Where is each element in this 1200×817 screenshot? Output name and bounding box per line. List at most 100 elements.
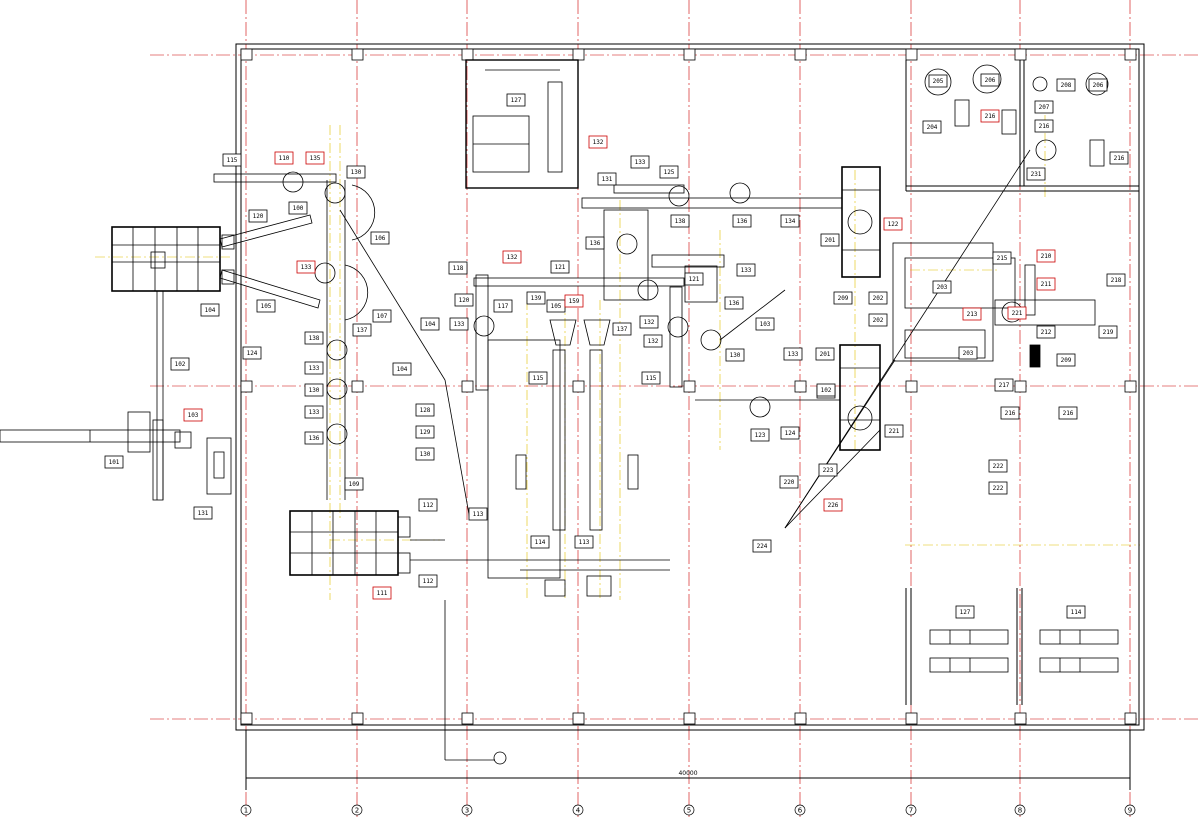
- tag-label: 134: [785, 218, 796, 225]
- tag-label: 132: [648, 338, 659, 345]
- equipment-tag-132b: 132: [502, 250, 522, 264]
- tag-label: 103: [760, 321, 771, 328]
- tag-label: 131: [198, 510, 209, 517]
- tag-label: 127: [960, 609, 971, 616]
- tag-label: 221: [1012, 310, 1023, 317]
- equipment-tag-221: 221: [1007, 306, 1027, 320]
- tag-label: 138: [309, 335, 320, 342]
- equipment-tag-221b: 221: [884, 424, 904, 438]
- tag-label: 104: [205, 307, 216, 314]
- equipment-tag-131: 131: [193, 506, 213, 520]
- equipment-tag-128: 128: [415, 403, 435, 417]
- equipment-tag-202a: 202: [868, 291, 888, 305]
- svg-text:1: 1: [244, 807, 248, 815]
- tag-label: 137: [617, 326, 628, 333]
- axis-marker-2: 2: [351, 804, 363, 816]
- equipment-tag-130d: 130: [725, 348, 745, 362]
- equipment-tag-203b: 203: [958, 346, 978, 360]
- equipment-tag-100: 100: [288, 201, 308, 215]
- equipment-tag-208: 208: [1056, 78, 1076, 92]
- tag-label: 130: [351, 169, 362, 176]
- equipment-tag-139: 139: [526, 291, 546, 305]
- equipment-tag-202b: 202: [868, 313, 888, 327]
- equipment-tag-136a: 136: [304, 431, 324, 445]
- equipment-tag-123: 123: [750, 428, 770, 442]
- tag-label: 211: [1041, 281, 1052, 288]
- tag-label: 135: [310, 155, 321, 162]
- tag-label: 133: [301, 264, 312, 271]
- tag-label: 216: [1005, 410, 1016, 417]
- equipment-tag-103b: 103: [755, 317, 775, 331]
- tag-label: 132: [507, 254, 518, 261]
- equipment-tag-137b: 137: [612, 322, 632, 336]
- tag-label: 217: [999, 382, 1010, 389]
- tag-label: 220: [784, 479, 795, 486]
- tag-label: 204: [927, 124, 938, 131]
- tag-label: 112: [423, 502, 434, 509]
- equipment-tag-231: 231: [1026, 167, 1046, 181]
- tag-label: 231: [1031, 171, 1042, 178]
- tag-label: 136: [590, 240, 601, 247]
- tag-label: 115: [227, 157, 238, 164]
- equipment-tag-107: 107: [372, 309, 392, 323]
- equipment-tag-219: 219: [1098, 325, 1118, 339]
- equipment-tag-205: 205: [928, 74, 948, 88]
- equipment-tag-138b: 138: [670, 214, 690, 228]
- equipment-tag-129: 129: [415, 425, 435, 439]
- tag-label: 128: [420, 407, 431, 414]
- tag-label: 102: [821, 387, 832, 394]
- tag-label: 123: [755, 432, 766, 439]
- equipment-tag-133g: 133: [783, 347, 803, 361]
- axis-marker-7: 7: [905, 804, 917, 816]
- equipment-tag-103: 103: [183, 408, 203, 422]
- tag-label: 226: [828, 502, 839, 509]
- tag-label: 103: [188, 412, 199, 419]
- equipment-tag-133e: 133: [736, 263, 756, 277]
- tag-label: 201: [825, 237, 836, 244]
- equipment-tag-120b: 120: [454, 293, 474, 307]
- tag-label: 216: [985, 113, 996, 120]
- equipment-tag-223: 223: [818, 463, 838, 477]
- tag-label: 139: [531, 295, 542, 302]
- equipment-tag-115c: 115: [641, 371, 661, 385]
- tag-label: 129: [420, 429, 431, 436]
- equipment-tag-136c: 136: [585, 236, 605, 250]
- tag-label: 209: [1061, 357, 1072, 364]
- equipment-tag-130b: 130: [304, 383, 324, 397]
- tag-label: 218: [1111, 277, 1122, 284]
- tag-label: 133: [635, 159, 646, 166]
- equipment-tag-132a: 132: [588, 135, 608, 149]
- tag-label: 209: [838, 295, 849, 302]
- tag-label: 114: [535, 539, 546, 546]
- equipment-tag-118: 118: [448, 261, 468, 275]
- equipment-tag-113b: 113: [574, 535, 594, 549]
- equipment-tag-104b: 104: [392, 362, 412, 376]
- tag-label: 120: [459, 297, 470, 304]
- tag-label: 118: [453, 265, 464, 272]
- equipment-tag-124: 124: [242, 346, 262, 360]
- tag-label: 130: [309, 387, 320, 394]
- equipment-tag-224: 224: [752, 539, 772, 553]
- tag-label: 113: [579, 539, 590, 546]
- equipment-tag-216b: 216: [1034, 119, 1054, 133]
- svg-text:9: 9: [1128, 807, 1132, 815]
- equipment-tag-217: 217: [994, 378, 1014, 392]
- equipment-tag-121b: 121: [684, 272, 704, 286]
- tag-label: 115: [533, 375, 544, 382]
- equipment-tag-114b: 114: [1066, 605, 1086, 619]
- equipment-tag-109: 109: [344, 477, 364, 491]
- equipment-tag-226: 226: [823, 498, 843, 512]
- tag-label: 105: [551, 303, 562, 310]
- equipment-tag-133c: 133: [304, 405, 324, 419]
- equipment-tag-121: 121: [550, 260, 570, 274]
- tag-label: 216: [1063, 410, 1074, 417]
- tag-label: 130: [730, 352, 741, 359]
- tag-label: 113: [473, 511, 484, 518]
- axis-marker-1: 1: [240, 804, 252, 816]
- equipment-tag-124b: 124: [780, 426, 800, 440]
- equipment-tag-105: 105: [256, 299, 276, 313]
- tag-label: 203: [937, 284, 948, 291]
- tag-label: 203: [963, 350, 974, 357]
